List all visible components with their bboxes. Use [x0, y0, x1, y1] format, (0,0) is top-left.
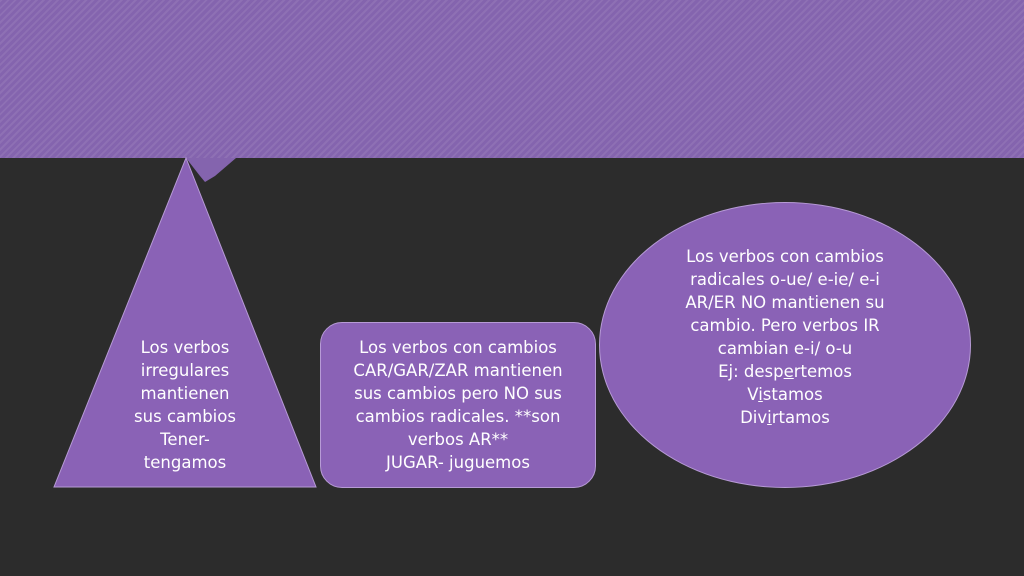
- triangle-line-2: irregulares: [140, 361, 230, 380]
- box-line-3: sus cambios pero NO sus: [354, 384, 562, 403]
- box-line-4: cambios radicales. **son: [355, 407, 561, 426]
- triangle-polygon: [53, 156, 317, 488]
- word3-post: rtamos: [771, 408, 830, 427]
- example-underlined: e: [783, 362, 794, 381]
- ellipse-line-2: radicales o-ue/ e-ie/ e-i: [690, 270, 880, 289]
- ellipse-line-4: cambio. Pero verbos IR: [690, 316, 880, 335]
- word2-pre: V: [747, 385, 759, 404]
- header-banner: [0, 0, 1024, 158]
- ellipse-line-1: Los verbos con cambios: [686, 247, 884, 266]
- example-post: rtemos: [793, 362, 852, 381]
- banner-notch: [168, 158, 236, 182]
- word3-underlined: i: [767, 408, 772, 427]
- word2-underlined: i: [758, 385, 763, 404]
- triangle-text: Los verbos irregulares mantienen sus cam…: [110, 336, 260, 474]
- triangle-line-6: tengamos: [143, 453, 227, 472]
- ellipse-text: Los verbos con cambios radicales o-ue/ e…: [640, 245, 930, 429]
- box-line-2: CAR/GAR/ZAR mantienen: [353, 361, 563, 380]
- ellipse-line-3: AR/ER NO mantienen su: [685, 293, 885, 312]
- triangle-line-1: Los verbos: [140, 338, 230, 357]
- triangle-line-3: mantienen: [140, 384, 230, 403]
- word-vistamos: Vistamos: [640, 383, 930, 406]
- word3-pre: Div: [740, 408, 768, 427]
- box-line-5: verbos AR**: [407, 430, 509, 449]
- example-pre: Ej: desp: [718, 362, 784, 381]
- box-line-1: Los verbos con cambios: [359, 338, 557, 357]
- ellipse-shape: [599, 202, 971, 488]
- rounded-rectangle: [320, 322, 596, 488]
- triangle-line-5: Tener-: [160, 430, 210, 449]
- word-divirtamos: Divirtamos: [640, 406, 930, 429]
- word2-post: stamos: [762, 385, 823, 404]
- example-line: Ej: despertemos: [640, 360, 930, 383]
- triangle-line-4: sus cambios: [134, 407, 236, 426]
- rounded-rectangle-text: Los verbos con cambios CAR/GAR/ZAR manti…: [320, 336, 596, 474]
- box-line-6: JUGAR- juguemos: [386, 453, 530, 472]
- ellipse-line-5: cambian e-i/ o-u: [717, 339, 853, 358]
